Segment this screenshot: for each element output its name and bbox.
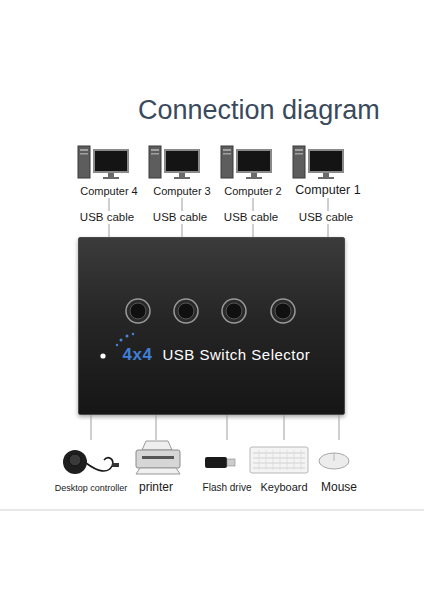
printer-tray <box>142 441 172 450</box>
mouse-icon <box>319 453 349 469</box>
device-label: Keyboard <box>260 481 307 494</box>
cable-label: USB cable <box>151 211 209 225</box>
device-node: Flash drive <box>200 440 254 494</box>
flash-drive-plug <box>227 459 235 466</box>
usb-cable-line <box>339 415 340 440</box>
device-node: Keyboard <box>256 440 312 494</box>
device-label: printer <box>139 480 173 494</box>
computer-node: Computer 1 <box>291 144 365 198</box>
printer-output <box>136 468 180 474</box>
computer-icon <box>221 146 272 179</box>
switch-label-row: 4x4 USB Switch Selector <box>79 345 344 365</box>
keyboard-body <box>250 447 308 473</box>
diagram-title: Connection diagram <box>138 95 380 126</box>
computer-label: Computer 1 <box>295 183 360 198</box>
device-node: Desktop controller <box>50 440 132 494</box>
divider-line <box>0 510 424 511</box>
device-node: Mouse <box>316 440 362 494</box>
flash-drive-icon <box>205 457 235 468</box>
controller-cable <box>86 458 113 471</box>
product-name: USB Switch Selector <box>162 346 310 364</box>
usb-cable-line <box>156 415 157 440</box>
keyboard-keys <box>259 450 301 470</box>
device-label: Flash drive <box>203 482 252 494</box>
printer-body <box>136 450 180 468</box>
controller-plug <box>112 463 119 467</box>
keyboard-keys <box>253 453 305 468</box>
computer-node: Computer 4 <box>74 144 144 198</box>
usb-cable-line <box>91 415 92 440</box>
printer-icon <box>136 441 180 474</box>
computer-label: Computer 2 <box>224 185 281 198</box>
printer-slot <box>142 456 174 459</box>
computer-node: Computer 2 <box>218 144 288 198</box>
computer-label: Computer 3 <box>153 185 210 198</box>
switch-box: 4x4 USB Switch Selector <box>78 237 345 415</box>
device-label: Mouse <box>321 480 357 494</box>
device-node: printer <box>131 440 181 494</box>
desktop-controller-icon <box>63 450 119 474</box>
cable-label: USB cable <box>297 211 355 225</box>
mouse-body <box>319 453 349 469</box>
mouse-split <box>334 453 335 461</box>
usb-cable-line <box>284 415 285 440</box>
computer-icon <box>293 146 344 179</box>
controller-pad <box>63 450 87 474</box>
computer-node: Computer 3 <box>147 144 217 198</box>
computer-icon <box>149 146 200 179</box>
controller-knob <box>69 454 81 466</box>
computer-label: Computer 4 <box>80 185 137 198</box>
cable-label: USB cable <box>78 211 136 225</box>
cable-label: USB cable <box>222 211 280 225</box>
model-badge: 4x4 <box>123 345 153 365</box>
keyboard-icon <box>250 447 308 473</box>
computer-icon <box>78 146 129 179</box>
flash-drive-body <box>205 457 227 468</box>
usb-cable-line <box>227 415 228 440</box>
device-label: Desktop controller <box>55 483 128 494</box>
